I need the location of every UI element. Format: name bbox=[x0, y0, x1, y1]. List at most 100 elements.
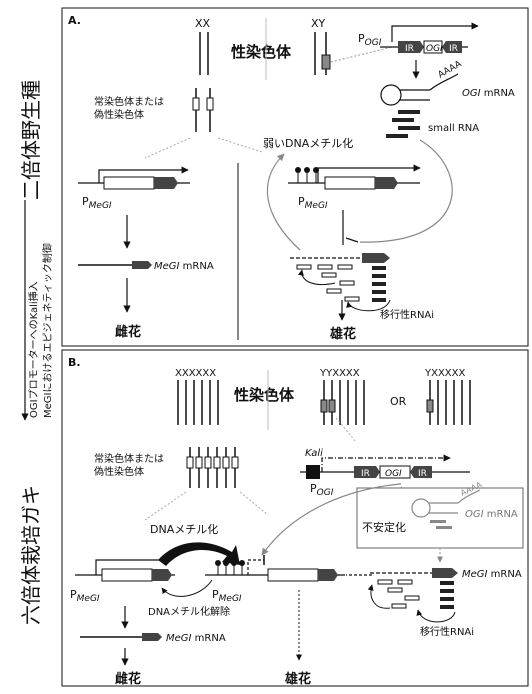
demethylation-arrow bbox=[162, 580, 212, 596]
ogi-mrna-label-b: OGI mRNA bbox=[465, 509, 518, 520]
panel-a-label: A. bbox=[68, 14, 81, 27]
p-ogi-label-a: POGI bbox=[358, 32, 382, 48]
side-label-hexaploid: 六倍体栽培ガキ bbox=[19, 485, 43, 625]
small-rna-bar-faint bbox=[430, 520, 446, 523]
secondary-srna bbox=[398, 580, 412, 584]
secondary-srna bbox=[345, 297, 359, 301]
side-label-diploid: 二倍体野生種 bbox=[19, 80, 43, 200]
ir-left-label-a: IR bbox=[405, 44, 414, 54]
megi-gene-box bbox=[268, 569, 318, 581]
sex-chromosome-label-b: 性染色体 bbox=[234, 386, 295, 404]
hairpin-loop-a bbox=[381, 85, 401, 105]
methyl-mark bbox=[239, 560, 245, 566]
secondary-srna bbox=[322, 273, 336, 277]
methyl-mark bbox=[223, 560, 229, 566]
megi-gene-box bbox=[325, 177, 375, 189]
female-flower-label-b: 雌花 bbox=[115, 671, 141, 687]
megi-gene-box bbox=[102, 569, 152, 581]
small-rna-bar bbox=[392, 118, 414, 122]
rnai-loop-arrow bbox=[418, 610, 455, 622]
xx-label: XX bbox=[195, 17, 211, 30]
rnai-loop-arrow bbox=[371, 585, 390, 608]
ogi-gene-label-a: OGI bbox=[426, 44, 443, 54]
autosome-label-a-2: 偽性染色体 bbox=[94, 108, 144, 121]
primary-srna bbox=[372, 290, 386, 294]
dna-methylation-label: DNAメチル化 bbox=[150, 522, 218, 536]
megi-promoter-arrow-b-right bbox=[248, 560, 264, 575]
poly-a-label-a: AAAA bbox=[437, 59, 465, 81]
small-rna-bar bbox=[398, 110, 420, 114]
ir-right-label-a: IR bbox=[449, 44, 458, 54]
xy-label: XY bbox=[311, 17, 326, 30]
secondary-srna bbox=[327, 289, 341, 293]
megi-gene-end bbox=[318, 569, 338, 581]
secondary-srna bbox=[338, 265, 352, 269]
locus-pointer bbox=[145, 492, 186, 520]
hairpin-stem-a bbox=[399, 90, 430, 100]
male-flower-label-b: 雄花 bbox=[284, 671, 311, 687]
megi-mrna-label-b-left: MeGI mRNA bbox=[166, 633, 226, 644]
primary-srna bbox=[440, 581, 454, 585]
locus-pointer bbox=[331, 47, 392, 62]
locus-pointer bbox=[336, 418, 356, 442]
ogi-promoter-arrow-a bbox=[392, 26, 478, 42]
primary-srna bbox=[372, 266, 386, 270]
methyl-mark bbox=[231, 560, 237, 566]
autosome-label-b-2: 偽性染色体 bbox=[94, 465, 144, 478]
ir-left-label-b: IR bbox=[361, 469, 370, 479]
yxxxxx-label: YXXXXX bbox=[424, 368, 466, 379]
primary-srna bbox=[372, 282, 386, 286]
megi-locus bbox=[193, 98, 199, 110]
megi-gene-end bbox=[375, 177, 398, 189]
transitive-rnai-label-b: 移行性RNAi bbox=[420, 625, 474, 638]
sex-chromosome-label-a: 性染色体 bbox=[231, 43, 292, 61]
y-chromosome-locus bbox=[329, 400, 335, 412]
y-chromosome-locus bbox=[427, 400, 433, 412]
xxxxxx-label: XXXXXX bbox=[175, 368, 216, 379]
small-rna-bar bbox=[398, 126, 420, 130]
secondary-srna bbox=[405, 596, 419, 600]
megi-loci-b bbox=[187, 457, 238, 468]
primary-srna bbox=[440, 605, 454, 609]
male-flower-label-a: 雄花 bbox=[329, 326, 356, 342]
p-megi-label-a-left: PMeGI bbox=[82, 195, 112, 211]
or-label: OR bbox=[390, 395, 407, 408]
small-rna-label-a: small RNA bbox=[428, 123, 479, 134]
p-ogi-label-b: POGI bbox=[310, 482, 334, 498]
secondary-srna bbox=[388, 588, 402, 592]
primary-srna bbox=[372, 274, 386, 278]
hexaploid-xxxxxx-set bbox=[178, 380, 218, 425]
secondary-srna bbox=[392, 604, 406, 608]
locus-pointer bbox=[240, 492, 268, 515]
ogi-mrna-label-a: OGI mRNA bbox=[462, 88, 515, 99]
locus-pointer bbox=[145, 138, 190, 158]
megi-mrna-end-a bbox=[132, 261, 152, 269]
megi-gene-end bbox=[152, 569, 172, 581]
ogi-gene-label-b: OGI bbox=[385, 469, 402, 479]
panel-b-label: B. bbox=[68, 356, 81, 369]
megi-gene-box bbox=[104, 177, 154, 189]
small-rna-bar bbox=[386, 134, 408, 138]
demethylation-label: DNAメチル化解除 bbox=[148, 605, 230, 618]
p-megi-label-b-right: PMeGI bbox=[212, 588, 242, 604]
y-chromosome-locus bbox=[321, 400, 327, 412]
side-arrow-text-1: OGIプロモーターへのKali挿入 bbox=[27, 281, 40, 418]
ir-right-label-b: IR bbox=[418, 469, 427, 479]
weak-methylation-arrow bbox=[267, 154, 300, 250]
hexaploid-yxxxxx-set bbox=[430, 380, 470, 425]
methyl-mark bbox=[304, 167, 310, 173]
megi-mrna-end-b-right bbox=[432, 568, 458, 578]
megi-gene-end bbox=[154, 177, 178, 189]
transitive-rnai-label-a: 移行性RNAi bbox=[380, 308, 434, 321]
p-megi-label-a-right: PMeGI bbox=[298, 195, 328, 211]
megi-mrna-end-b-left bbox=[142, 633, 162, 641]
small-rna-bar-faint bbox=[436, 526, 452, 529]
destabilize-label: 不安定化 bbox=[362, 520, 406, 534]
secondary-srna bbox=[340, 281, 354, 285]
weak-methylation-label: 弱いDNAメチル化 bbox=[263, 136, 353, 150]
y-chromosome-locus bbox=[322, 55, 330, 69]
methyl-mark bbox=[295, 167, 301, 173]
secondary-srna bbox=[318, 265, 332, 269]
